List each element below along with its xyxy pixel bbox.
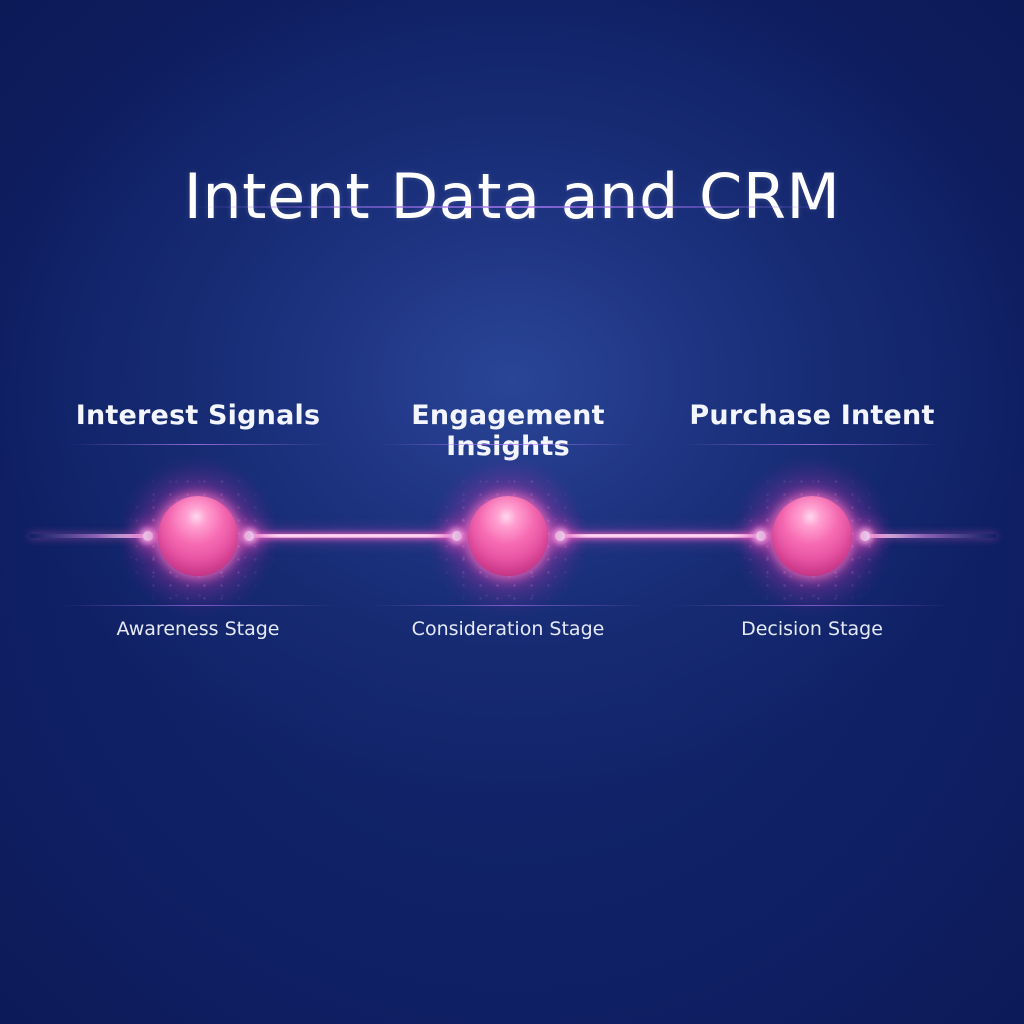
stage-subtitle-divider: [58, 605, 338, 606]
stage-engagement-insights: Engagement Insights Consideration Stage: [348, 0, 668, 1024]
title-divider: [190, 206, 840, 208]
stage-title-divider: [682, 444, 942, 445]
stage-purchase-intent: Purchase Intent Decision Stage: [652, 0, 972, 1024]
stage-subtitle-divider: [368, 605, 648, 606]
sphere-node-icon[interactable]: [158, 496, 238, 576]
stage-subtitle: Consideration Stage: [411, 618, 605, 640]
stage-title: Engagement Insights: [411, 400, 605, 462]
stage-title: Purchase Intent: [689, 400, 935, 431]
stage-subtitle: Awareness Stage: [116, 618, 280, 640]
stage-interest-signals: Interest Signals Awareness Stage: [38, 0, 358, 1024]
sphere-node-icon[interactable]: [468, 496, 548, 576]
sphere-node-icon[interactable]: [772, 496, 852, 576]
stage-subtitle-divider: [672, 605, 952, 606]
page-title: Intent Data and CRM: [183, 159, 841, 233]
stage-title-divider: [68, 444, 328, 445]
stage-title-divider: [378, 444, 638, 445]
stage-subtitle: Decision Stage: [741, 618, 883, 640]
stage-title: Interest Signals: [75, 400, 321, 431]
